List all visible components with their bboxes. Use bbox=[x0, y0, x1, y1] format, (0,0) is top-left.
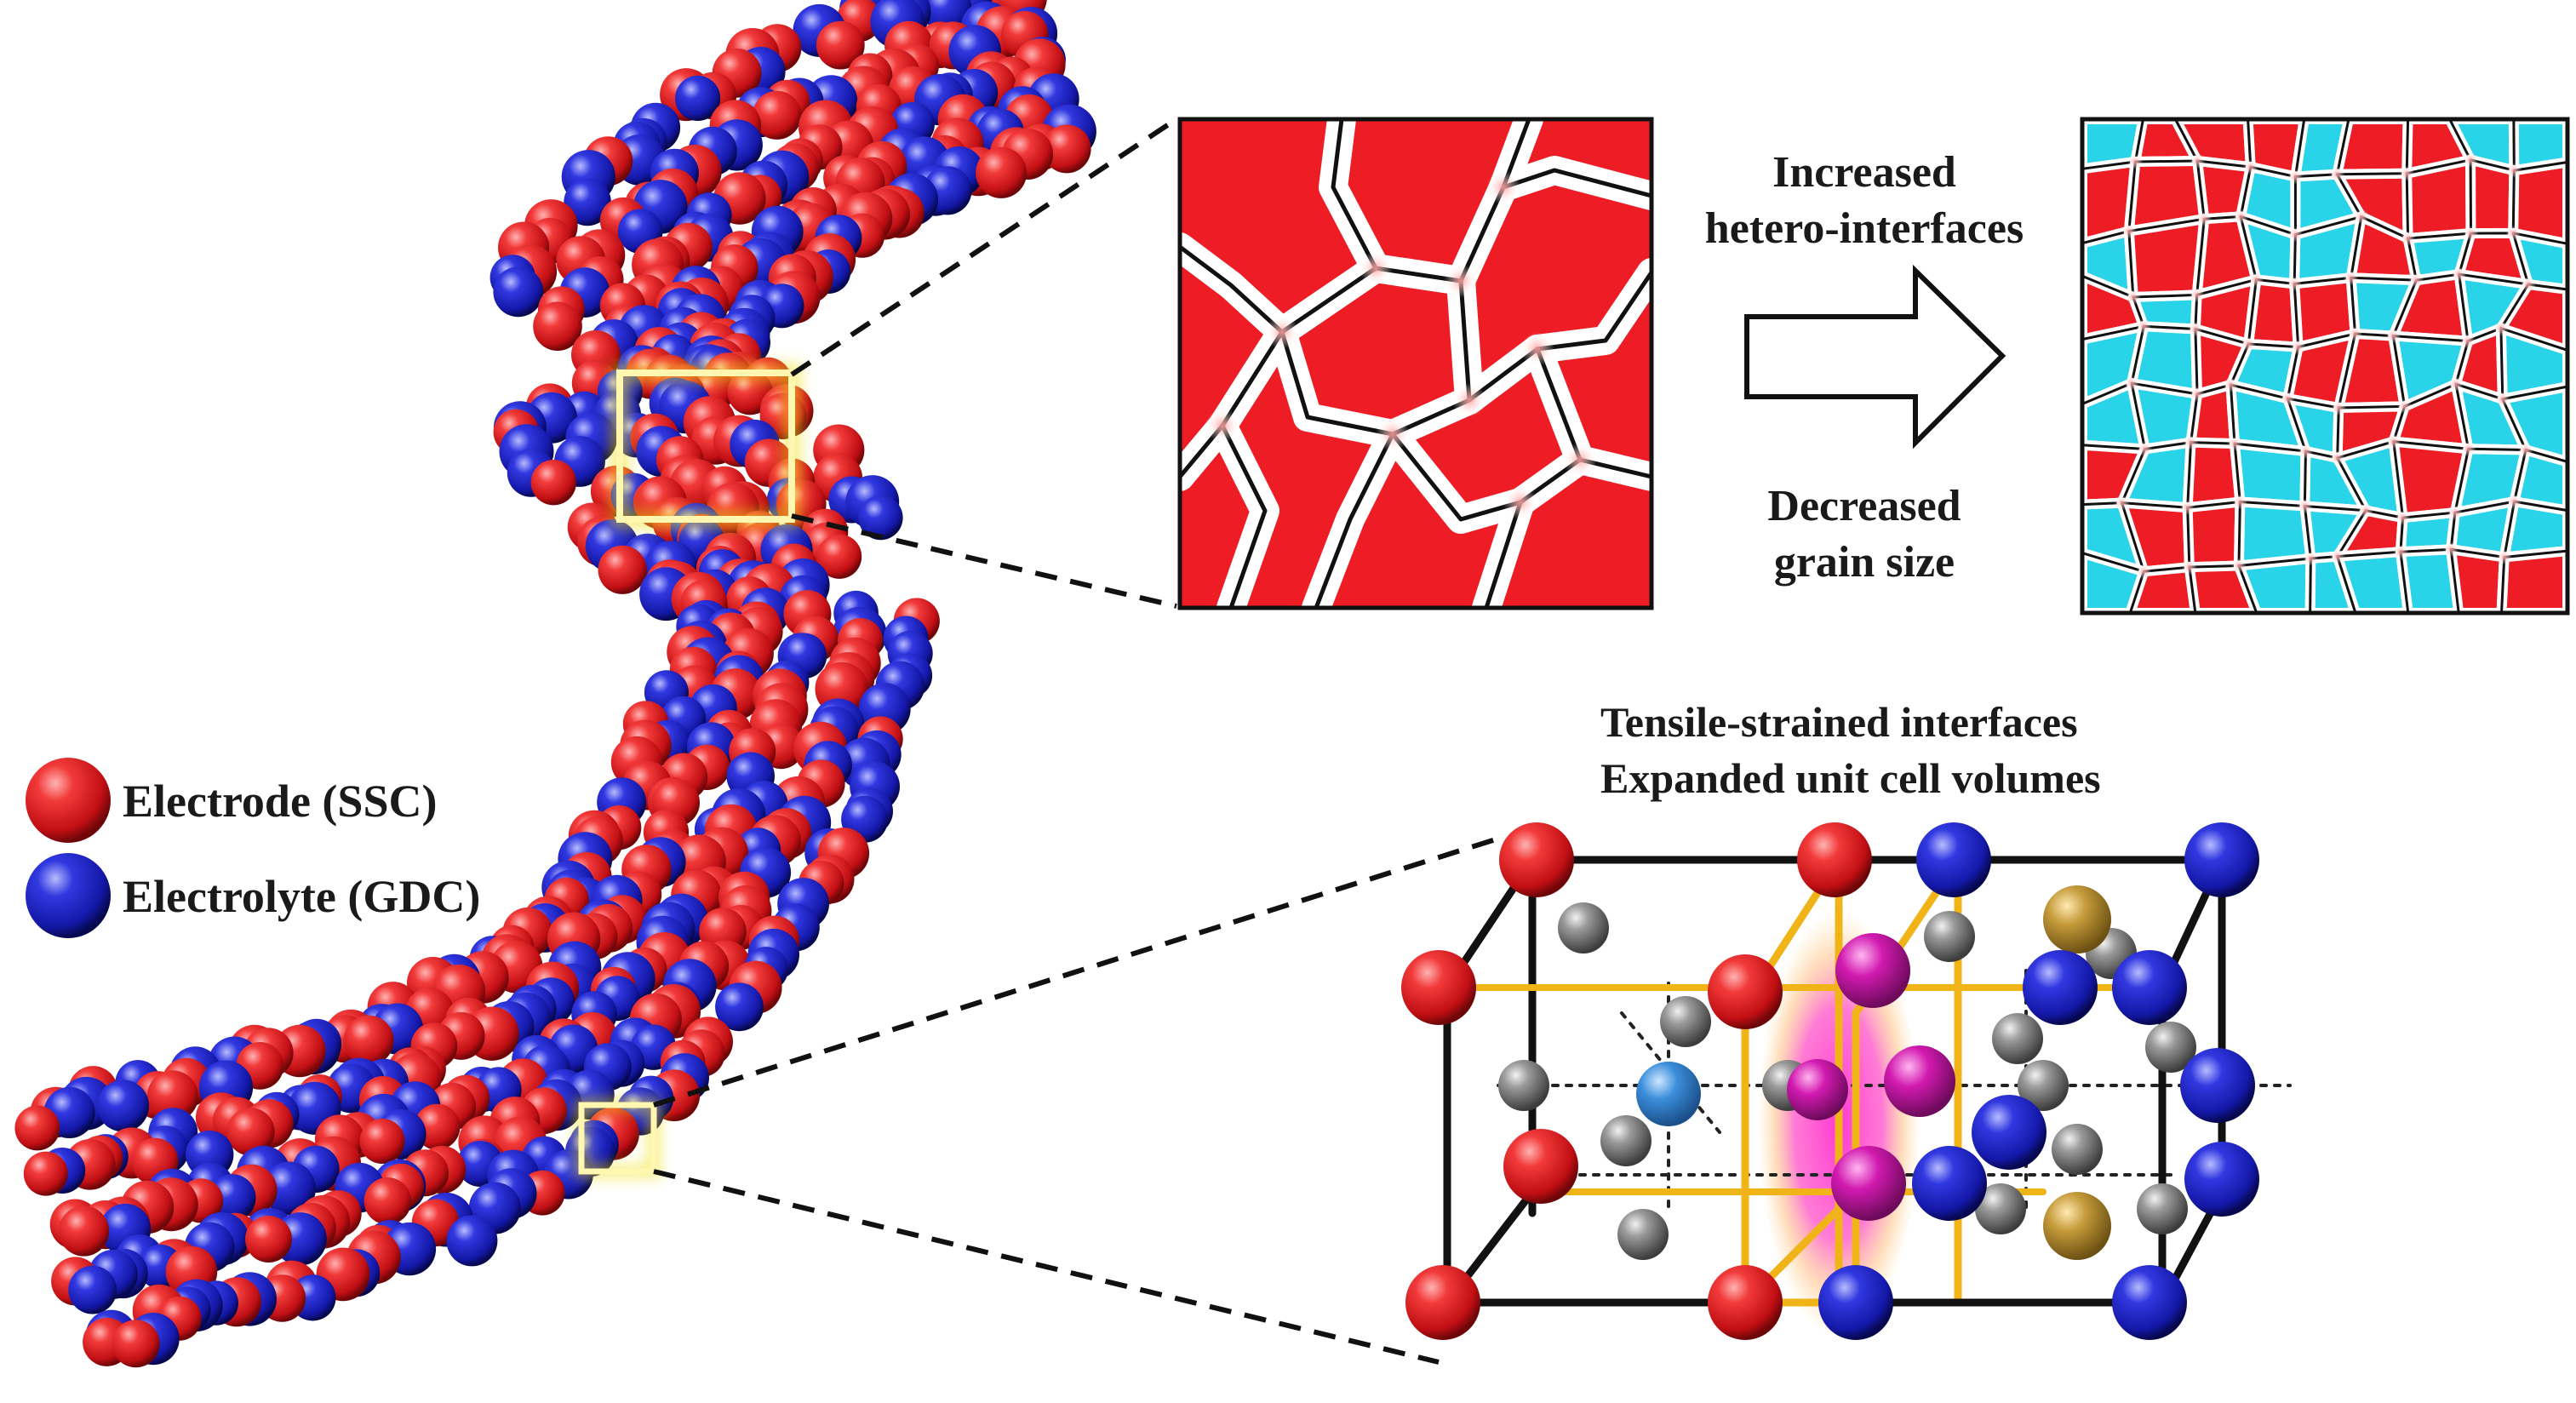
fiber-particle bbox=[68, 1265, 117, 1314]
oxygen-atom bbox=[2145, 1022, 2196, 1073]
coarse-grain-panel bbox=[1165, 105, 1666, 622]
fiber-particle bbox=[112, 1320, 160, 1368]
interface-cation bbox=[1884, 1045, 1955, 1117]
electrode-atom bbox=[1708, 954, 1783, 1029]
fiber-particle bbox=[816, 20, 865, 70]
fiber-particle bbox=[58, 1205, 110, 1257]
fiber-particle bbox=[715, 982, 764, 1032]
fiber-particle bbox=[23, 1151, 68, 1196]
oxygen-atom bbox=[2137, 1183, 2188, 1234]
oxygen-atom bbox=[1924, 911, 1975, 962]
fiber-particle bbox=[598, 545, 647, 594]
fiber-particle bbox=[976, 146, 1028, 198]
process-top-line2: hetero-interfaces bbox=[1704, 204, 2024, 253]
electrolyte-atom bbox=[2023, 950, 2098, 1025]
electrode-atom bbox=[1797, 822, 1872, 897]
fiber-particle bbox=[858, 495, 903, 541]
fiber-particle bbox=[1042, 124, 1091, 174]
fiber-particle bbox=[14, 1105, 60, 1151]
oxygen-atom bbox=[2018, 1060, 2069, 1111]
legend-electrolyte-sphere bbox=[26, 853, 111, 938]
a-site-cation bbox=[1636, 1062, 1701, 1126]
electrolyte-atom bbox=[1916, 822, 1991, 897]
electrolyte-atom bbox=[2184, 822, 2259, 897]
interface-cation bbox=[1787, 1059, 1848, 1120]
oxygen-atom bbox=[1975, 1183, 2026, 1234]
electrode-atom bbox=[1503, 1129, 1578, 1204]
fiber-particle bbox=[359, 1119, 405, 1164]
fiber-particle bbox=[364, 1177, 411, 1225]
oxygen-atom bbox=[1600, 1115, 1652, 1166]
process-bottom-label: Decreased grain size bbox=[1660, 478, 2069, 591]
electrolyte-atom bbox=[1818, 1265, 1893, 1340]
fiber-particle bbox=[343, 1015, 394, 1066]
electrolyte-atom bbox=[1972, 1095, 2046, 1170]
fiber-particle bbox=[564, 178, 611, 226]
process-bottom-line2: grain size bbox=[1773, 538, 1955, 587]
fine-grain-panel bbox=[2077, 114, 2573, 618]
fiber-particle bbox=[753, 90, 802, 140]
fiber-particle bbox=[530, 460, 576, 506]
oxygen-atom bbox=[1558, 902, 1609, 953]
oxygen-atom bbox=[1617, 1209, 1669, 1260]
zoom-box-lower bbox=[575, 1098, 661, 1178]
electrolyte-atom bbox=[1912, 1146, 1987, 1221]
zoom-box-upper bbox=[610, 364, 801, 529]
crystal-caption-line1: Tensile-strained interfaces bbox=[1600, 698, 2078, 746]
fiber-particle bbox=[146, 1070, 198, 1122]
composite-fiber bbox=[14, 0, 1096, 1368]
electrolyte-atom bbox=[2112, 1265, 2187, 1340]
legend-electrode-sphere bbox=[26, 758, 111, 843]
strained-unit-cell bbox=[1401, 822, 2292, 1340]
process-arrow bbox=[1744, 264, 2006, 450]
fiber-particle bbox=[262, 1161, 316, 1216]
interface-cation bbox=[1831, 1146, 1906, 1221]
electrode-atom bbox=[1401, 950, 1476, 1025]
b-site-cation bbox=[2043, 885, 2111, 953]
electrode-atom bbox=[1708, 1265, 1783, 1340]
b-site-cation bbox=[2043, 1192, 2111, 1260]
fiber-particle bbox=[816, 534, 862, 579]
electrolyte-atom bbox=[2112, 950, 2187, 1025]
fiber-particle bbox=[493, 266, 544, 318]
interface-cation bbox=[1835, 933, 1910, 1008]
crystal-caption-line2: Expanded unit cell volumes bbox=[1600, 754, 2101, 802]
legend-electrolyte-label: Electrolyte (GDC) bbox=[123, 871, 481, 922]
electrode-atom bbox=[1405, 1265, 1480, 1340]
oxygen-atom bbox=[1498, 1060, 1549, 1111]
fiber-particle bbox=[675, 75, 721, 121]
electrolyte-atom bbox=[2184, 1142, 2259, 1217]
fiber-particle bbox=[245, 1216, 292, 1263]
zoom-connectors bbox=[653, 117, 1499, 1365]
fiber-particle bbox=[97, 1079, 150, 1132]
fiber-particle bbox=[533, 301, 582, 352]
fiber-particle bbox=[226, 1108, 275, 1156]
electrode-atom bbox=[1499, 822, 1574, 897]
process-top-label: Increased hetero-interfaces bbox=[1660, 145, 2069, 257]
crystal-caption: Tensile-strained interfaces Expanded uni… bbox=[1600, 694, 2101, 806]
legend-electrode-label: Electrode (SSC) bbox=[123, 776, 438, 827]
fiber-particle bbox=[446, 1215, 498, 1267]
oxygen-atom bbox=[1992, 1013, 2043, 1064]
electrolyte-atom bbox=[2180, 1048, 2255, 1123]
process-bottom-line1: Decreased bbox=[1767, 482, 1961, 530]
oxygen-atom bbox=[1660, 996, 1711, 1047]
oxygen-atom bbox=[2052, 1124, 2103, 1175]
process-top-line1: Increased bbox=[1772, 148, 1956, 197]
